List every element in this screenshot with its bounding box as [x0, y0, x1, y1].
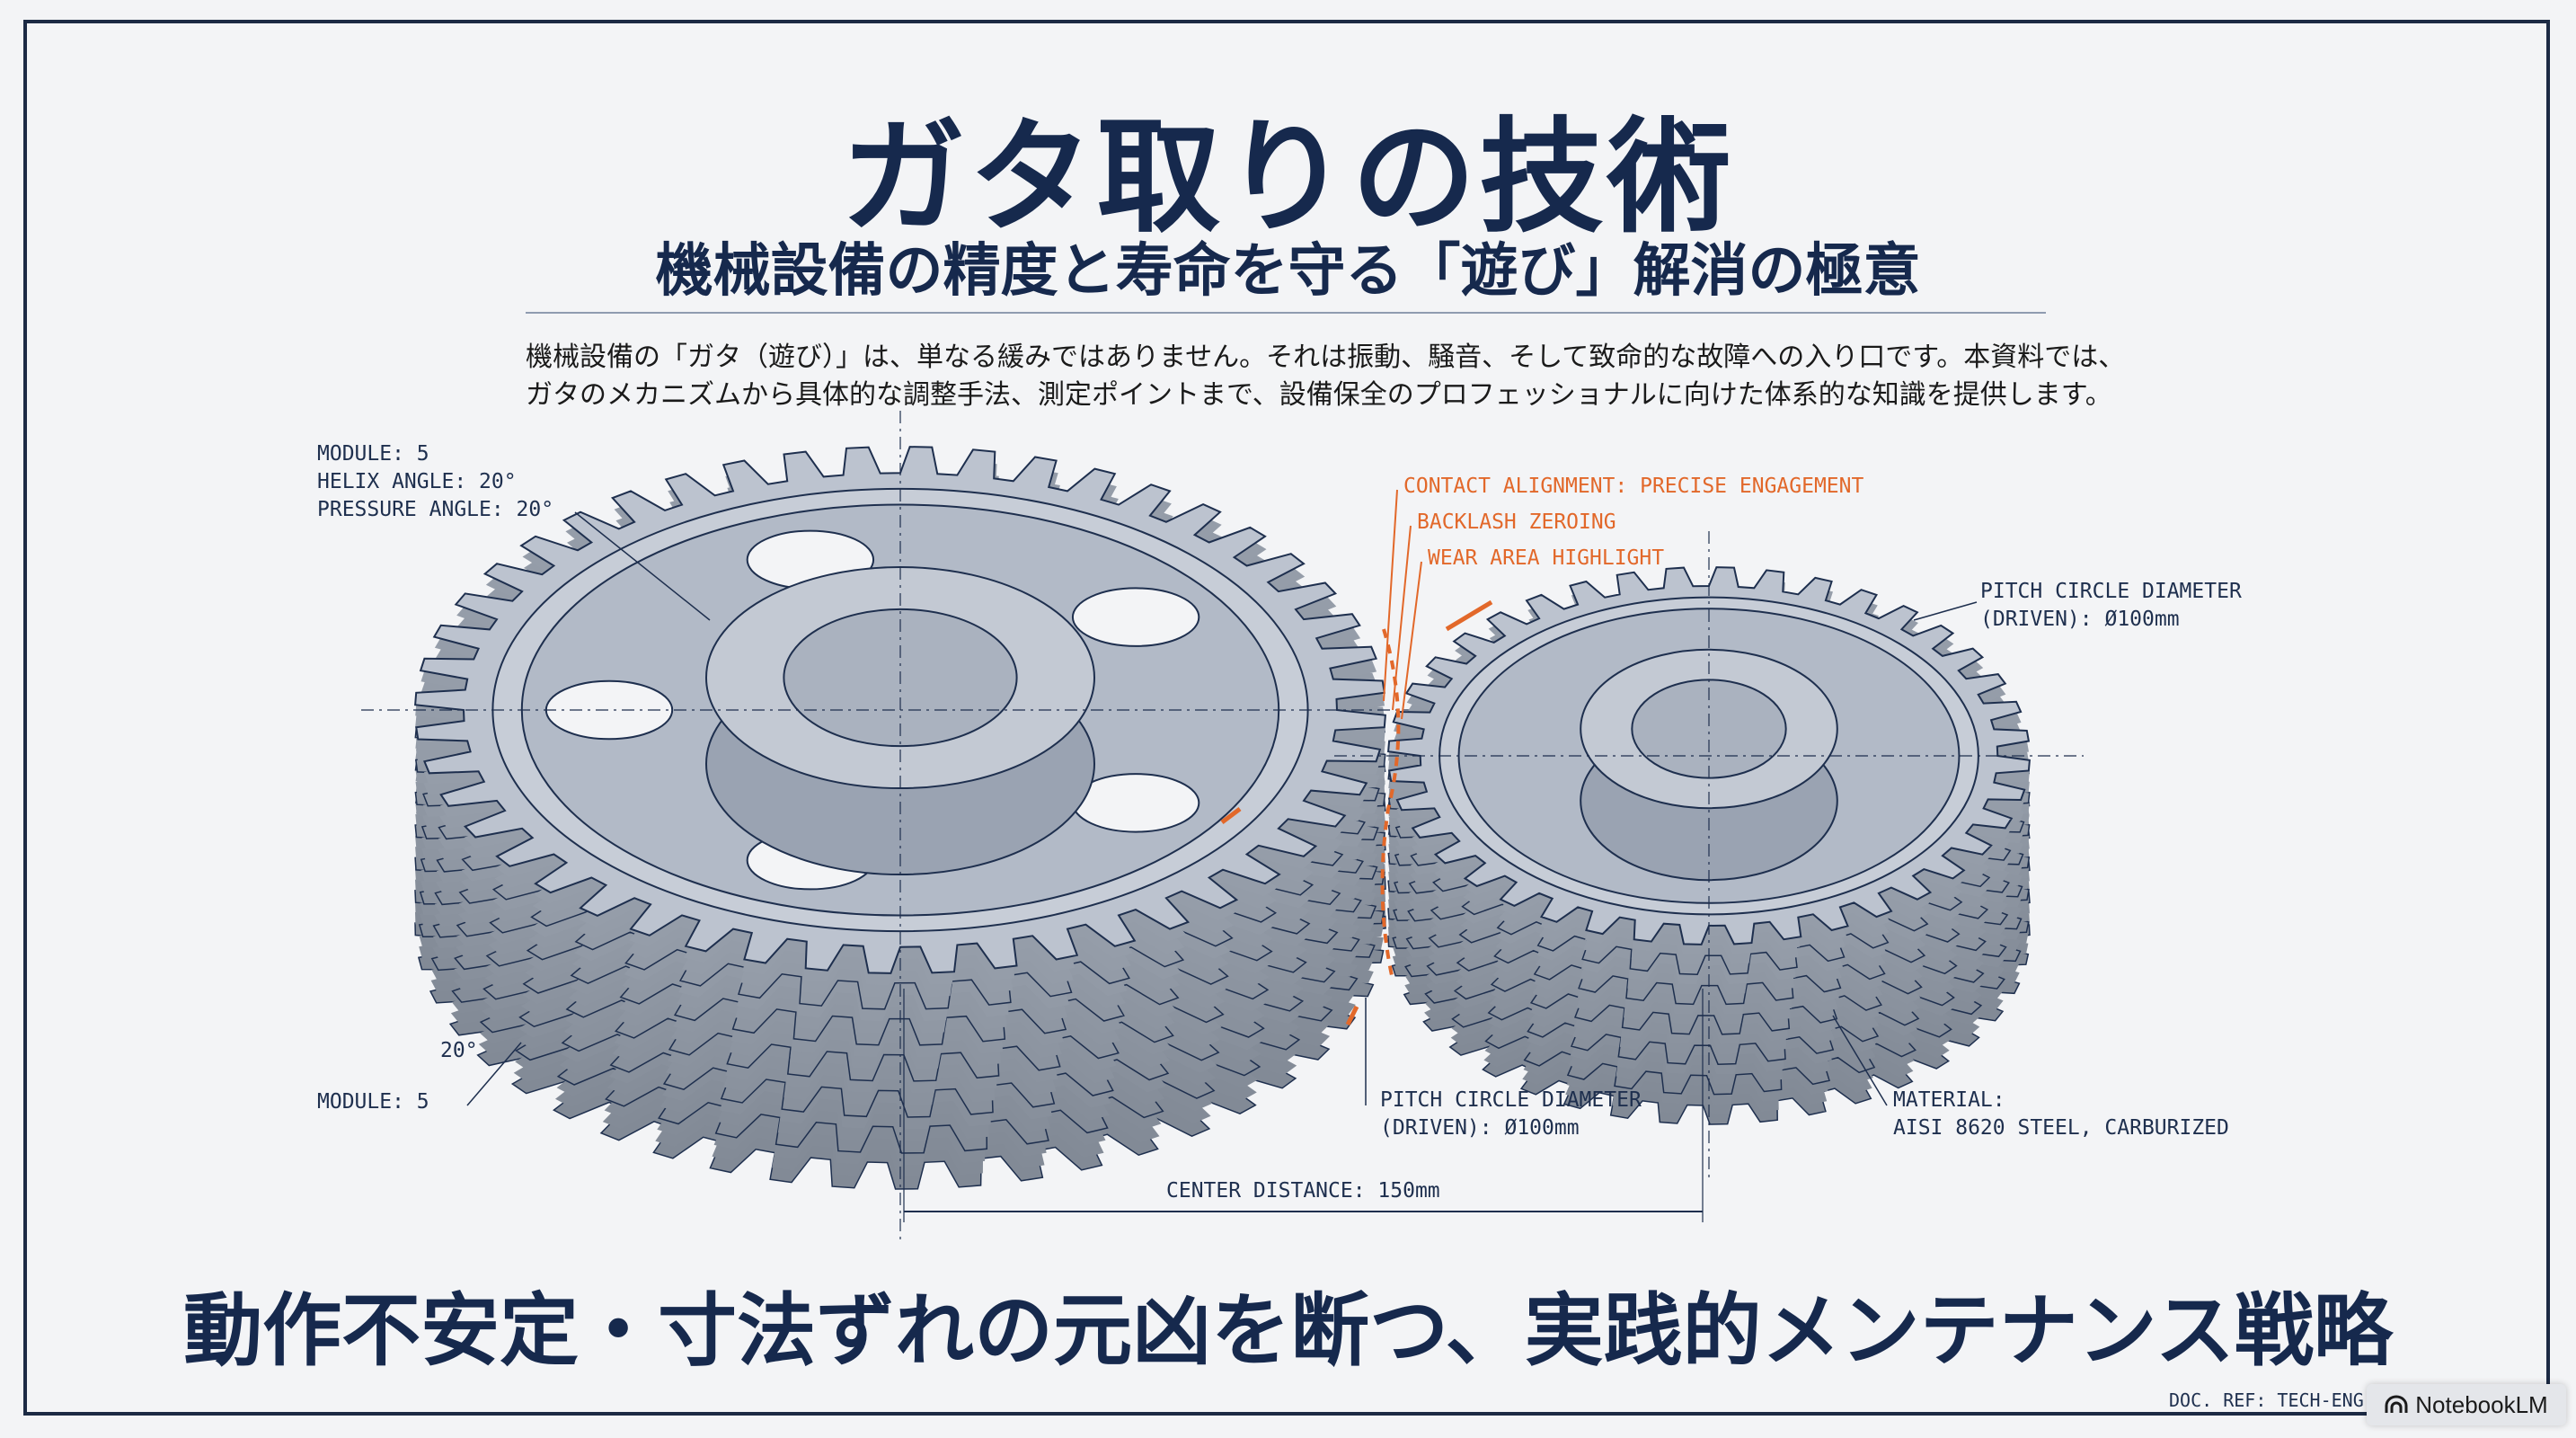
rotation-arrows [1220, 599, 1493, 1026]
contact-alignment-label: CONTACT ALIGNMENT: PRECISE ENGAGEMENT [1403, 475, 1864, 498]
pitch-diameter-bottom-label: PITCH CIRCLE DIAMETER (DRIVEN): Ø100mm [1380, 1088, 1642, 1140]
page-subtitle: 機械設備の精度と寿命を守る「遊び」解消の極意 [655, 238, 1921, 305]
intro-line-2: ガタのメカニズムから具体的な調整手法、測定ポイントまで、設備保全のプロフェッショ… [526, 379, 2112, 411]
angle-label: 20° [440, 1039, 478, 1062]
gear-lightening-hole [1071, 587, 1200, 647]
pitch-diameter-right-label: PITCH CIRCLE DIAMETER (DRIVEN): Ø100mm [1980, 580, 2242, 631]
wear-area-label: WEAR AREA HIGHLIGHT [1428, 546, 1665, 570]
page-frame [23, 20, 2550, 1416]
divider [526, 312, 2046, 314]
orange-leader-lines [1383, 489, 1422, 720]
leader-lines [466, 511, 1978, 1106]
bottom-headline: 動作不安定・寸法ずれの元凶を断つ、実践的メンテナンス戦略 [183, 1284, 2393, 1377]
driving-gear [361, 411, 1439, 1243]
doc-reference: DOC. REF: TECH-ENG- [2169, 1389, 2375, 1411]
notebooklm-logo-icon [2385, 1395, 2408, 1413]
page-title: ガタ取りの技術 [841, 105, 1735, 250]
material-label: MATERIAL: AISI 8620 STEEL, CARBURIZED [1893, 1088, 2229, 1140]
module-bottom-label: MODULE: 5 [317, 1090, 429, 1114]
center-distance-label: CENTER DISTANCE: 150mm [1166, 1179, 1440, 1203]
intro-line-1: 機械設備の「ガタ（遊び）」は、単なる緩みではありません。それは振動、騒音、そして… [526, 342, 2126, 373]
backlash-zeroing-label: BACKLASH ZEROING [1417, 510, 1616, 534]
gear-spec-label: MODULE: 5 HELIX ANGLE: 20° PRESSURE ANGL… [317, 442, 554, 521]
notebooklm-badge[interactable]: NotebookLM [2367, 1384, 2566, 1425]
driven-gear [1334, 531, 2084, 1178]
badge-label: NotebookLM [2415, 1390, 2548, 1418]
